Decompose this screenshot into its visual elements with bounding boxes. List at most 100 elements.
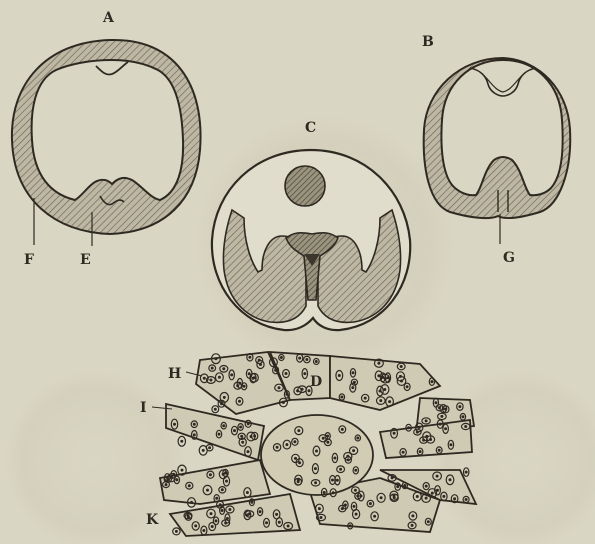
cell-nucleus [308, 390, 310, 392]
cell-nucleus [276, 446, 278, 448]
cell-nucleus [301, 388, 303, 390]
cell-nucleus [449, 479, 451, 481]
cell-nucleus [219, 504, 221, 506]
cell-nucleus [247, 492, 249, 494]
cell-nucleus [249, 513, 251, 515]
cell-nucleus [411, 525, 413, 527]
cell-nucleus [181, 440, 183, 442]
cell-nucleus [210, 474, 212, 476]
cell-nucleus [418, 427, 420, 429]
figure-label-b: B [422, 34, 434, 50]
cell-nucleus [400, 366, 402, 368]
cell-nucleus [211, 367, 213, 369]
cell-nucleus [445, 428, 447, 430]
figure-b-wall [424, 58, 571, 218]
cell-nucleus [431, 381, 433, 383]
cell-nucleus [281, 357, 283, 359]
cell-nucleus [165, 484, 167, 486]
cell-nucleus [195, 525, 197, 527]
cell-nucleus [393, 495, 395, 497]
cell-nucleus [387, 377, 389, 379]
cell-nucleus [315, 361, 317, 363]
cell-nucleus [435, 402, 437, 404]
cell-nucleus [251, 501, 253, 503]
cell-nucleus [425, 485, 427, 487]
cell-nucleus [427, 521, 429, 523]
cell-nucleus [445, 408, 447, 410]
cell-nucleus [355, 469, 357, 471]
cell-nucleus [234, 430, 236, 432]
cell-nucleus [352, 387, 354, 389]
cell-nucleus [355, 513, 357, 515]
cell-nucleus [352, 372, 354, 374]
cell-nucleus [462, 416, 464, 418]
cell-nucleus [374, 515, 376, 517]
cell-nucleus [384, 378, 386, 380]
cell-nucleus [247, 451, 249, 453]
cell-nucleus [259, 511, 261, 513]
cell-nucleus [357, 437, 359, 439]
cell-nucleus [357, 495, 359, 497]
cell-nucleus [364, 397, 366, 399]
cell-nucleus [380, 400, 382, 402]
cell-nucleus [191, 502, 193, 504]
dorsal-groove [96, 62, 128, 75]
cell-nucleus [174, 423, 176, 425]
cell-nucleus [266, 522, 268, 524]
marker-label-h: H [168, 366, 182, 382]
cell-nucleus [226, 480, 228, 482]
cell-nucleus [275, 369, 277, 371]
cell-nucleus [465, 471, 467, 473]
marker-label-e: E [80, 252, 91, 268]
cell-nucleus [193, 423, 195, 425]
cell-nucleus [223, 368, 225, 370]
cell-nucleus [241, 435, 243, 437]
bleed-circle [430, 370, 595, 544]
cell-nucleus [404, 485, 406, 487]
cell-nucleus [380, 497, 382, 499]
cell-nucleus [223, 397, 225, 399]
marker-label-i: I [140, 400, 147, 416]
cell-nucleus [378, 375, 380, 377]
cell-nucleus [327, 435, 329, 437]
cell-nucleus [221, 403, 223, 405]
cell-nucleus [334, 457, 336, 459]
cell-nucleus [294, 441, 296, 443]
cell-nucleus [239, 400, 241, 402]
cell-nucleus [465, 499, 467, 501]
cell-nucleus [323, 492, 325, 494]
cell-nucleus [315, 468, 317, 470]
cell-nucleus [240, 426, 242, 428]
marker-label-k: K [146, 512, 159, 528]
cell-nucleus [393, 432, 395, 434]
cell-nucleus [222, 473, 224, 475]
cell-nucleus [193, 434, 195, 436]
cell-nucleus [370, 503, 372, 505]
cell-nucleus [319, 508, 321, 510]
cell-nucleus [203, 530, 205, 532]
cell-nucleus [416, 496, 418, 498]
cell-nucleus [207, 489, 209, 491]
cell-nucleus [438, 449, 440, 451]
cell-nucleus [225, 522, 227, 524]
cell-nucleus [287, 525, 289, 527]
cell-nucleus [221, 510, 223, 512]
cell-nucleus [400, 376, 402, 378]
cell-nucleus [214, 408, 216, 410]
cell-nucleus [304, 373, 306, 375]
cell-nucleus [306, 359, 308, 361]
figure-a [12, 40, 201, 246]
cell-nucleus [439, 407, 441, 409]
cell-nucleus [355, 489, 357, 491]
cell-nucleus [253, 377, 255, 379]
cell-nucleus [439, 423, 441, 425]
cell-nucleus [260, 364, 262, 366]
cell-nucleus [249, 356, 251, 358]
cell-nucleus [337, 479, 339, 481]
cell-nucleus [459, 406, 461, 408]
cell-nucleus [248, 373, 250, 375]
cell-nucleus [243, 385, 245, 387]
cell-nucleus [338, 375, 340, 377]
cell-nucleus [223, 425, 225, 427]
